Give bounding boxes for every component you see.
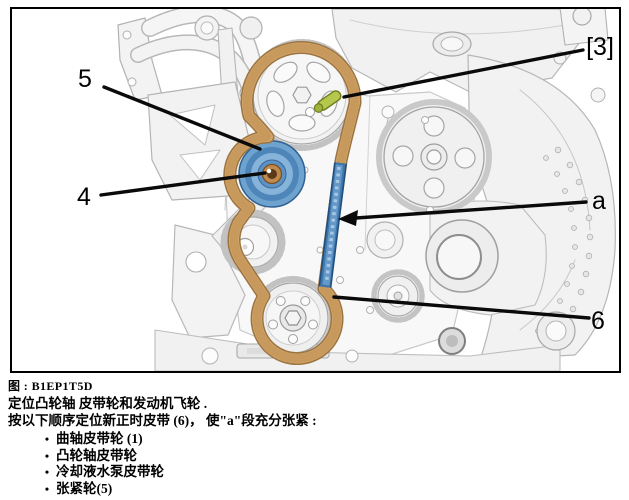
callouts: 5 4 [3] a 6 (77, 33, 614, 335)
crankshaft-sprocket (251, 276, 335, 360)
bullet-icon: • (44, 465, 50, 479)
callout-label-3: [3] (586, 33, 614, 61)
engine-line-art (117, 9, 616, 371)
exhaust-manifold (117, 9, 267, 108)
list-item: • 凸轮轴皮带轮 (8, 448, 618, 465)
bullet-list: • 曲轴皮带轮 (1) • 凸轮轴皮带轮 • 冷却液水泵皮带轮 • 张紧轮(5) (8, 431, 618, 497)
bullet-text: 曲轴皮带轮 (1) (56, 431, 143, 446)
leader-line-6 (332, 295, 591, 320)
leader-line-a (354, 200, 588, 220)
valve-cover (331, 9, 609, 141)
leader-line-4 (99, 171, 267, 197)
instruction-line-2: 按以下顺序定位新正时皮带 (6)， 使"a"段充分张紧 : (8, 413, 317, 428)
idler-wheel (366, 221, 425, 323)
figure-caption: 图 : B1EP1T5D (8, 379, 93, 393)
flywheel-perforations (535, 146, 594, 342)
bullet-icon: • (44, 481, 50, 496)
list-item: • 曲轴皮带轮 (1) (8, 431, 618, 448)
callout-label-5: 5 (78, 65, 92, 93)
instruction-line-1: 定位凸轮轴 皮带轮和发动机飞轮 . (8, 396, 208, 411)
callout-label-a: a (592, 187, 606, 215)
bullet-text: 张紧轮(5) (56, 480, 113, 496)
bullet-icon: • (44, 432, 50, 446)
leader-line-5 (102, 85, 262, 151)
callout-label-6: 6 (591, 307, 605, 335)
bullet-icon: • (44, 448, 50, 463)
timing-pin (313, 90, 342, 113)
instruction-text: 定位凸轮轴 皮带轮和发动机飞轮 . 按以下顺序定位新正时皮带 (6)， 使"a"… (8, 395, 618, 497)
belt-segment-a (318, 162, 347, 288)
timing-belt (223, 41, 362, 365)
engine-timing-belt-figure: 5 4 [3] a 6 (10, 7, 621, 373)
power-steering-pulley (376, 99, 492, 215)
figure-frame (10, 7, 621, 373)
list-item: • 冷却液水泵皮带轮 (8, 464, 618, 481)
tensioner-center-bolt (261, 163, 283, 185)
list-item: • 张紧轮(5) (8, 481, 618, 498)
leader-line-3 (342, 48, 585, 99)
clutch-housing (425, 54, 616, 361)
arrowhead-a (338, 210, 358, 226)
bullet-text: 冷却液水泵皮带轮 (56, 464, 164, 479)
callout-label-4: 4 (77, 183, 91, 211)
bullet-text: 凸轮轴皮带轮 (56, 447, 137, 463)
camshaft-sprocket (246, 39, 358, 151)
